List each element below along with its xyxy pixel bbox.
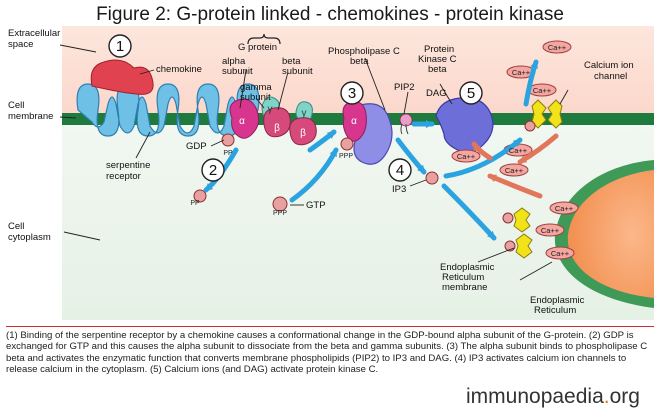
ca-label-8: Ca++	[541, 226, 560, 235]
gtp-label: GTP	[306, 200, 326, 211]
ca-label-9: Ca++	[551, 249, 570, 258]
calcium-channel-er-2	[515, 233, 533, 259]
endoplasmic-reticulum	[554, 160, 654, 308]
step-circles	[108, 34, 483, 182]
ca-label-4: Ca++	[509, 146, 528, 155]
step-3: 3	[348, 85, 356, 102]
beta-letter-2: β	[300, 128, 306, 139]
beta-letter-1: β	[274, 123, 280, 134]
gtp-free	[272, 196, 288, 212]
ca-label-6: Ca++	[457, 152, 476, 161]
red-arrows	[471, 133, 559, 199]
ip3-on-er-channel-1	[502, 212, 514, 224]
gdp-released	[193, 189, 207, 203]
pip2-label: PIP2	[394, 82, 415, 93]
gdp-label: GDP	[186, 141, 207, 152]
step-5: 5	[467, 85, 475, 102]
ip3-label: IP3	[392, 184, 406, 195]
figure-title: Figure 2: G-protein linked - chemokines …	[96, 4, 564, 25]
protein-kinase-c-shape	[435, 97, 494, 153]
g-protein-label: G protein	[238, 42, 277, 53]
alpha-letter-1: α	[239, 116, 245, 127]
beta-gamma-free	[289, 101, 317, 146]
ca-label-3: Ca++	[533, 86, 552, 95]
blue-arrows	[203, 59, 539, 241]
ca-label-1: Ca++	[548, 43, 567, 52]
gamma-letter-1: γ	[268, 104, 273, 115]
gtp-ppp-label-2: PPP	[339, 153, 353, 160]
pointer-lines	[59, 44, 569, 281]
brand-dot: .	[603, 385, 610, 408]
immunopaedia-logo[interactable]: immunopaedia.org	[466, 385, 640, 409]
ip3-on-channel	[524, 120, 536, 132]
figure-caption: (1) Binding of the serpentine receptor b…	[6, 326, 654, 376]
gamma-letter-2: γ	[302, 108, 307, 119]
gtp-bound	[340, 137, 354, 151]
ca-label-2: Ca++	[512, 68, 531, 77]
calcium-ions	[451, 40, 579, 260]
gdp-pp-label-2: PP	[190, 200, 200, 207]
ca-label-7: Ca++	[555, 204, 574, 213]
calcium-channel-1	[531, 99, 563, 129]
alpha-letter-2: α	[351, 116, 357, 127]
pip2-lipid	[399, 113, 413, 135]
brand-part-3: org	[609, 385, 640, 408]
g-protein-brace	[247, 33, 281, 45]
brand-part-1: immuno	[466, 385, 541, 408]
chemokine-shape	[90, 59, 154, 95]
gtp-ppp-label-1: PPP	[273, 210, 287, 217]
brand-part-2: paedia	[540, 385, 604, 408]
ip3-molecule	[425, 171, 439, 185]
calcium-channel-er-1	[513, 207, 531, 233]
dag-label: DAG	[426, 88, 447, 99]
chemokine-label: chemokine	[156, 64, 202, 75]
ca-label-5: Ca++	[505, 166, 524, 175]
step-4: 4	[396, 162, 404, 179]
step-2: 2	[209, 162, 217, 179]
g-protein-complex-bound	[229, 96, 291, 139]
step-1: 1	[116, 38, 124, 55]
gdp-bound	[221, 133, 235, 147]
gdp-pp-label-1: PP	[223, 150, 233, 157]
